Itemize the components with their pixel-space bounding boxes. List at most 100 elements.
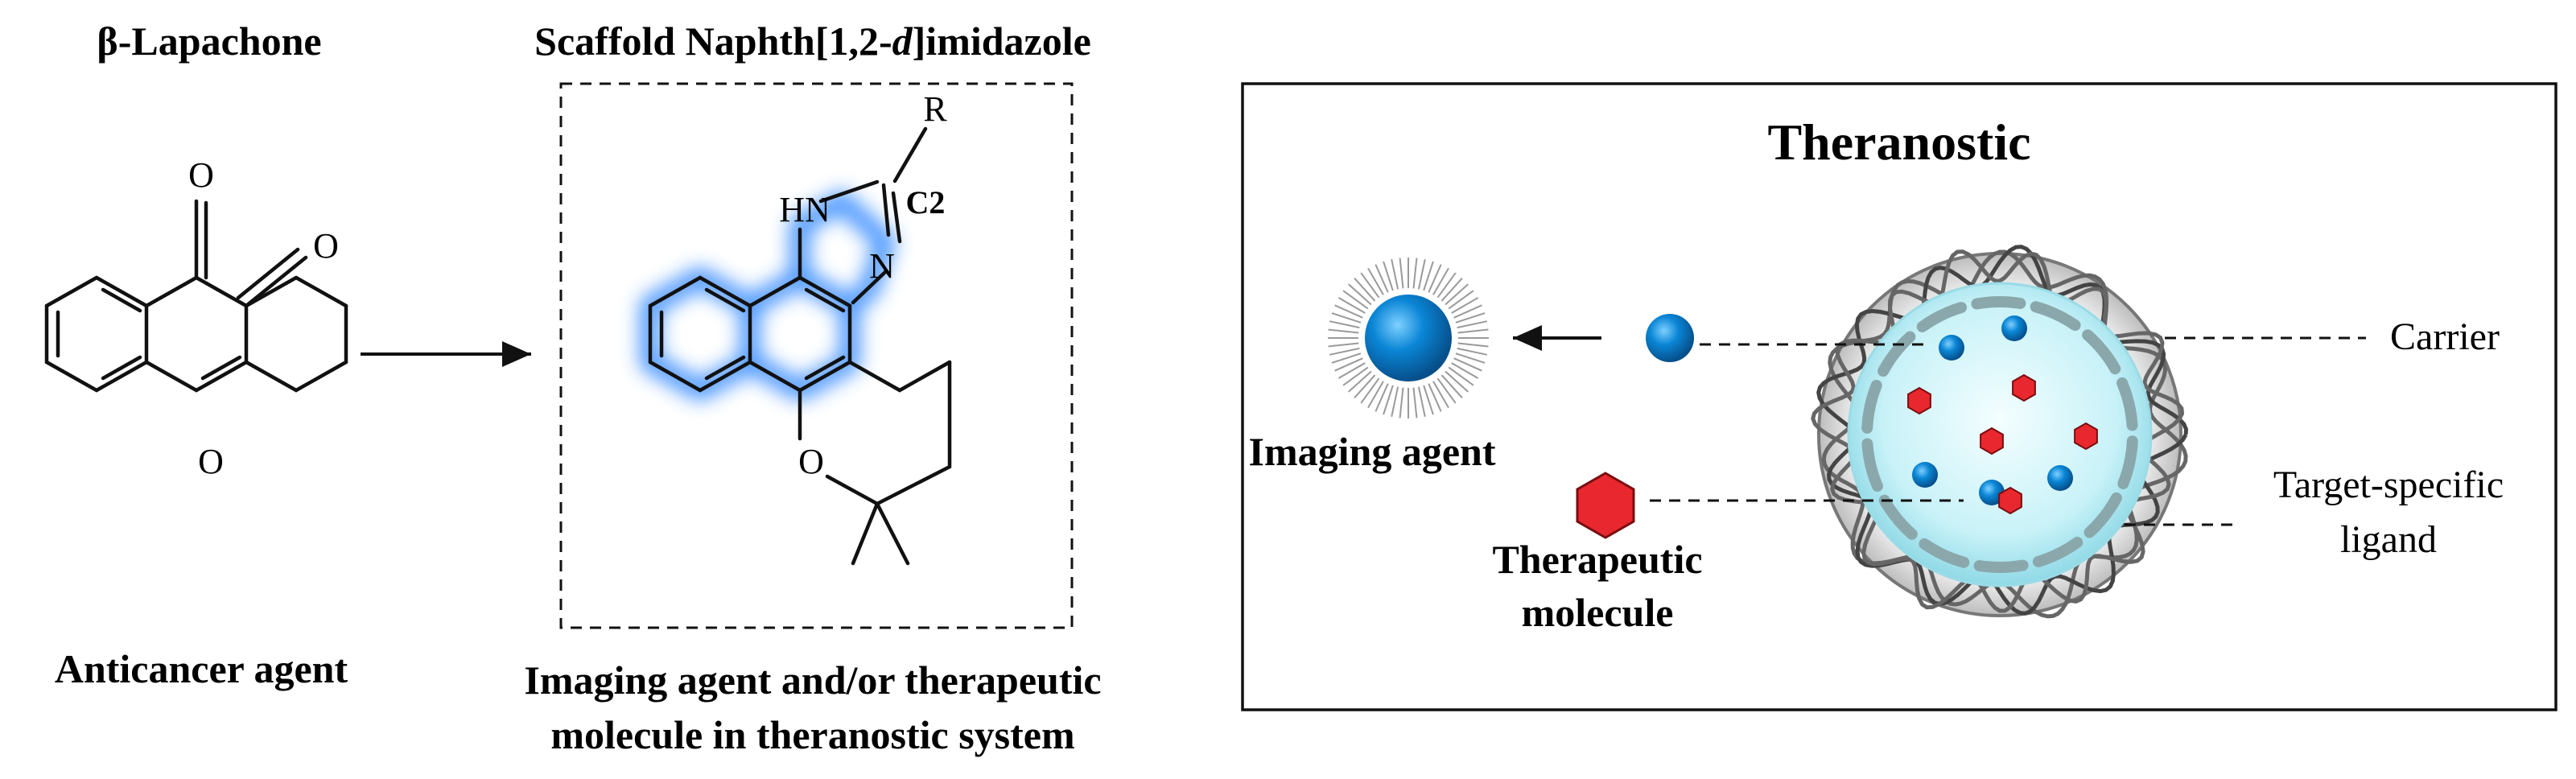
imaging-ray (1436, 272, 1457, 299)
imaging-ray (1360, 272, 1380, 299)
payload-hexagons (1907, 373, 2098, 515)
atom-n: N (869, 246, 895, 286)
imaging-ray (1412, 258, 1418, 289)
payload-imaging-ball (1912, 462, 1938, 488)
atom-o-carbonyl-1: O (188, 155, 214, 195)
atom-hn: HN (779, 190, 831, 229)
imaging-ray (1428, 264, 1442, 293)
imaging-ray (1342, 366, 1369, 386)
ligand-label-line1: Target-specific (2273, 464, 2504, 506)
imaging-ray (1457, 347, 1488, 356)
imaging-agent-label: Imaging agent (1249, 429, 1496, 474)
imaging-ray (1436, 377, 1457, 404)
imaging-ray (1383, 261, 1394, 291)
imaging-ray (1334, 304, 1363, 319)
scaffold-dashed-box (559, 82, 1074, 629)
payload-therapeutic-hexagon (1907, 386, 1931, 415)
payload-balls (1912, 315, 2073, 505)
payload-imaging-ball (1979, 480, 2005, 505)
small-imaging-ball (1646, 314, 1694, 362)
theranostic-panel: Theranostic Imaging agent Therapeutic mo… (1241, 82, 2557, 711)
atom-o-pyran: O (798, 442, 824, 481)
therapeutic-hexagon (1576, 472, 1635, 539)
therapeutic-label-line1: Therapeutic (1492, 537, 1702, 582)
payload-imaging-ball (2047, 465, 2073, 491)
imaging-ray (1328, 328, 1359, 334)
imaging-ray (1391, 258, 1399, 290)
imaging-ray (1432, 267, 1449, 295)
carrier-nanoparticle (1811, 245, 2189, 619)
imaging-ray (1399, 387, 1404, 418)
imaging-ray (1367, 381, 1384, 409)
lipid-segment (1878, 494, 1918, 540)
imaging-ray (1360, 377, 1380, 404)
lipid-segment (1919, 538, 1970, 568)
scaffold-caption-line1: Imaging agent and/or therapeutic (524, 657, 1101, 703)
imaging-ray (1417, 386, 1426, 418)
therapeutic-label-line2: molecule (1522, 590, 1674, 635)
imaging-ray (1328, 342, 1359, 348)
imaging-ray (1440, 278, 1463, 302)
imaging-ray (1354, 278, 1376, 302)
lipid-segment (1861, 438, 1883, 493)
lipid-segment (1861, 380, 1882, 434)
payload-therapeutic-hexagon (1980, 427, 2004, 455)
imaging-ray (1455, 352, 1486, 364)
imaging-ray (1440, 374, 1463, 398)
imaging-ray (1453, 357, 1482, 372)
imaging-ray (1367, 267, 1384, 295)
atom-o-ring: O (198, 442, 224, 481)
scaffold-panel: Scaffold Naphth[1,2-d]imidazole (524, 19, 1101, 757)
lipid-segment (1877, 331, 1916, 377)
imaging-ray (1453, 304, 1482, 319)
atom-r: R (923, 89, 947, 129)
imaging-ray (1331, 312, 1362, 324)
imaging-ray (1383, 385, 1394, 415)
imaging-ray (1334, 357, 1363, 372)
lipid-segment (1916, 302, 1968, 332)
imaging-ray (1457, 328, 1489, 334)
payload-therapeutic-hexagon (2074, 422, 2098, 451)
payload-therapeutic-hexagon (2012, 373, 2036, 402)
lipid-segment (2116, 377, 2138, 431)
payload-therapeutic-hexagon (1998, 486, 2022, 515)
imaging-ray (1412, 387, 1418, 418)
imaging-ray (1399, 258, 1404, 289)
scaffold-caption-line2: molecule in theranostic system (550, 712, 1074, 757)
scaffold-structure (648, 126, 952, 566)
imaging-ray (1448, 290, 1474, 310)
beta-lapachone-panel: β-Lapachone O O O Antic (44, 19, 348, 691)
imaging-ray (1329, 320, 1360, 329)
imaging-ray (1457, 320, 1488, 329)
lipid-segment (1971, 296, 2026, 310)
atom-c2: C2 (906, 184, 946, 221)
imaging-ray (1423, 261, 1434, 291)
lipid-segment (1973, 559, 2029, 573)
imaging-ray (1455, 312, 1486, 324)
ligand-label-line2: ligand (2340, 518, 2437, 561)
theranostic-title: Theranostic (1767, 113, 2030, 171)
lipid-segment (2082, 329, 2121, 375)
theranostic-box (1241, 82, 2557, 711)
imaging-ray (1348, 370, 1372, 393)
imaging-ray (1457, 342, 1489, 348)
payload-imaging-ball (2001, 315, 2027, 341)
imaging-agent-ball (1365, 295, 1452, 381)
imaging-ray (1423, 385, 1434, 415)
ligand-strand (1811, 249, 2185, 613)
imaging-ray (1445, 370, 1469, 393)
imaging-ray (1375, 264, 1389, 293)
imaging-ray (1337, 362, 1366, 379)
payload-imaging-ball (1939, 335, 1964, 361)
scaffold-title: Scaffold Naphth[1,2-d]imidazole (534, 19, 1091, 64)
imaging-ray (1348, 283, 1372, 306)
imaging-ray (1329, 347, 1360, 356)
anticancer-caption: Anticancer agent (55, 646, 348, 691)
imaging-ray (1417, 258, 1426, 290)
imaging-ray (1445, 283, 1469, 306)
imaging-ray (1428, 383, 1442, 412)
carrier-label: Carrier (2390, 315, 2500, 358)
lipid-segment (2083, 492, 2122, 538)
